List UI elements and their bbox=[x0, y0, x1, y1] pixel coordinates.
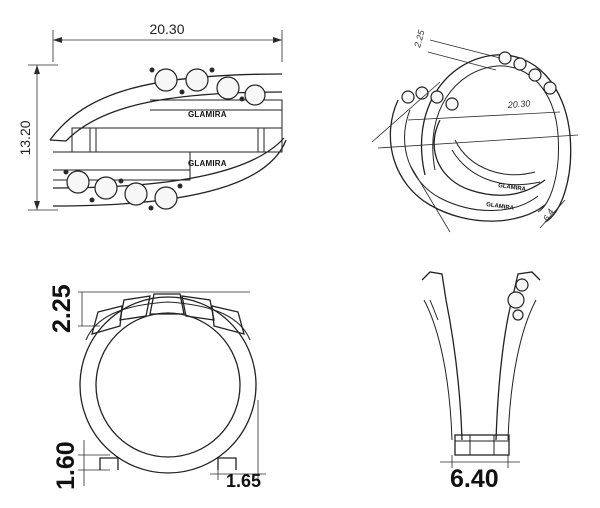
iso-center-shank-2 bbox=[451, 149, 541, 186]
height-dimension-label: 13.20 bbox=[17, 120, 33, 155]
upper-prong-3 bbox=[209, 67, 215, 73]
front-top-band bbox=[85, 301, 251, 341]
front-ring-outer bbox=[79, 296, 257, 474]
center-shank bbox=[71, 127, 283, 153]
side-view: 6.40 bbox=[421, 271, 541, 493]
iso-top-dimension-label: 2.25 bbox=[412, 28, 427, 49]
front-head-1 bbox=[91, 305, 123, 335]
upper-band-outer-edge bbox=[49, 73, 283, 141]
width-arrow-left bbox=[53, 37, 62, 43]
upper-stone-4 bbox=[244, 84, 266, 106]
side-right-arm-inner bbox=[507, 299, 537, 441]
lower-prong-5 bbox=[177, 183, 183, 189]
upper-prong-1 bbox=[149, 67, 155, 73]
iso-width-dim-line-2 bbox=[407, 111, 561, 121]
side-bottom-block bbox=[454, 434, 510, 456]
iso-stone-2 bbox=[415, 86, 429, 100]
front-bottom-prong-left bbox=[99, 457, 119, 470]
upper-band-inner-edge bbox=[65, 91, 283, 142]
iso-stone-1 bbox=[401, 90, 415, 104]
upper-band-end bbox=[49, 139, 67, 142]
front-ring-inner bbox=[95, 312, 241, 458]
iso-back-band-inner bbox=[432, 65, 559, 213]
iso-brand-text-2: GLAMIRA bbox=[486, 202, 515, 212]
top-view: 20.30 13.20 GLAMIRA bbox=[17, 21, 287, 211]
iso-front-band-inner bbox=[404, 109, 539, 212]
iso-width-dimension-label: 20.30 bbox=[506, 98, 530, 110]
side-stone-2 bbox=[515, 278, 529, 292]
lower-stone-4 bbox=[154, 186, 178, 210]
front-prong-dimension-label: 1.65 bbox=[226, 471, 261, 491]
lower-stones bbox=[63, 169, 183, 211]
iso-center-shank bbox=[454, 139, 536, 176]
height-arrow-bottom bbox=[34, 201, 40, 210]
side-left-detail bbox=[429, 299, 439, 321]
front-head-3 bbox=[149, 293, 185, 315]
side-left-arm-outer bbox=[421, 271, 463, 441]
iso-top-dim-line-2 bbox=[427, 51, 497, 71]
upper-prong-4 bbox=[239, 96, 245, 102]
front-head-4 bbox=[181, 295, 215, 321]
iso-front-band-face bbox=[433, 119, 546, 196]
lower-brand-text: GLAMIRA bbox=[188, 159, 227, 168]
iso-back-band-outer bbox=[420, 54, 572, 223]
iso-side-dim-line bbox=[409, 164, 451, 233]
front-head-2 bbox=[119, 295, 151, 321]
lower-stone-3 bbox=[124, 182, 148, 206]
upper-prong-2 bbox=[179, 89, 185, 95]
lower-prong-1 bbox=[63, 169, 69, 175]
iso-stone-7 bbox=[528, 68, 542, 82]
front-top-dimension-label: 2.25 bbox=[48, 284, 76, 333]
upper-stone-1 bbox=[154, 68, 178, 92]
upper-stones bbox=[149, 67, 266, 106]
iso-stone-3 bbox=[430, 90, 444, 104]
front-top-settings bbox=[91, 293, 245, 335]
width-dimension-label: 20.30 bbox=[149, 21, 184, 37]
lower-stone-2 bbox=[94, 176, 118, 200]
side-dimension-label: 6.40 bbox=[450, 465, 499, 493]
iso-stone-6 bbox=[513, 57, 527, 71]
iso-top-dim-line bbox=[429, 39, 501, 59]
iso-stones bbox=[401, 51, 557, 111]
front-bottom-prong-right bbox=[217, 457, 237, 470]
iso-brand-text-1: GLAMIRA bbox=[498, 183, 527, 193]
front-bottom-dimension-label: 1.60 bbox=[52, 441, 80, 490]
front-view: 2.25 1.60 1.65 bbox=[48, 284, 266, 491]
iso-side-dimension-label: 6.4 bbox=[541, 207, 556, 223]
side-left-arm-inner bbox=[423, 299, 453, 441]
iso-side-dim-line-2 bbox=[539, 199, 566, 229]
iso-stone-8 bbox=[543, 81, 557, 95]
isometric-view: GLAMIRA GLAMIRA 2.25 20.30 6.4 bbox=[371, 28, 579, 233]
iso-width-ext-left bbox=[371, 81, 441, 143]
width-arrow-right bbox=[273, 37, 282, 43]
lower-stone-1 bbox=[66, 170, 90, 194]
side-stone-1 bbox=[507, 291, 525, 309]
lower-prong-3 bbox=[118, 178, 124, 184]
iso-stone-5 bbox=[498, 51, 512, 65]
front-head-5 bbox=[211, 305, 245, 335]
upper-stone-3 bbox=[216, 76, 240, 100]
iso-width-dim-line bbox=[377, 134, 579, 149]
iso-front-band-outer bbox=[389, 99, 546, 222]
lower-prong-4 bbox=[148, 205, 154, 211]
iso-stone-4 bbox=[445, 97, 459, 111]
lower-band-outer-edge bbox=[52, 139, 287, 207]
upper-stone-2 bbox=[185, 68, 209, 92]
side-stone-3 bbox=[512, 309, 524, 321]
height-arrow-top bbox=[34, 65, 40, 74]
upper-brand-text: GLAMIRA bbox=[188, 110, 227, 119]
lower-prong-2 bbox=[89, 197, 95, 203]
